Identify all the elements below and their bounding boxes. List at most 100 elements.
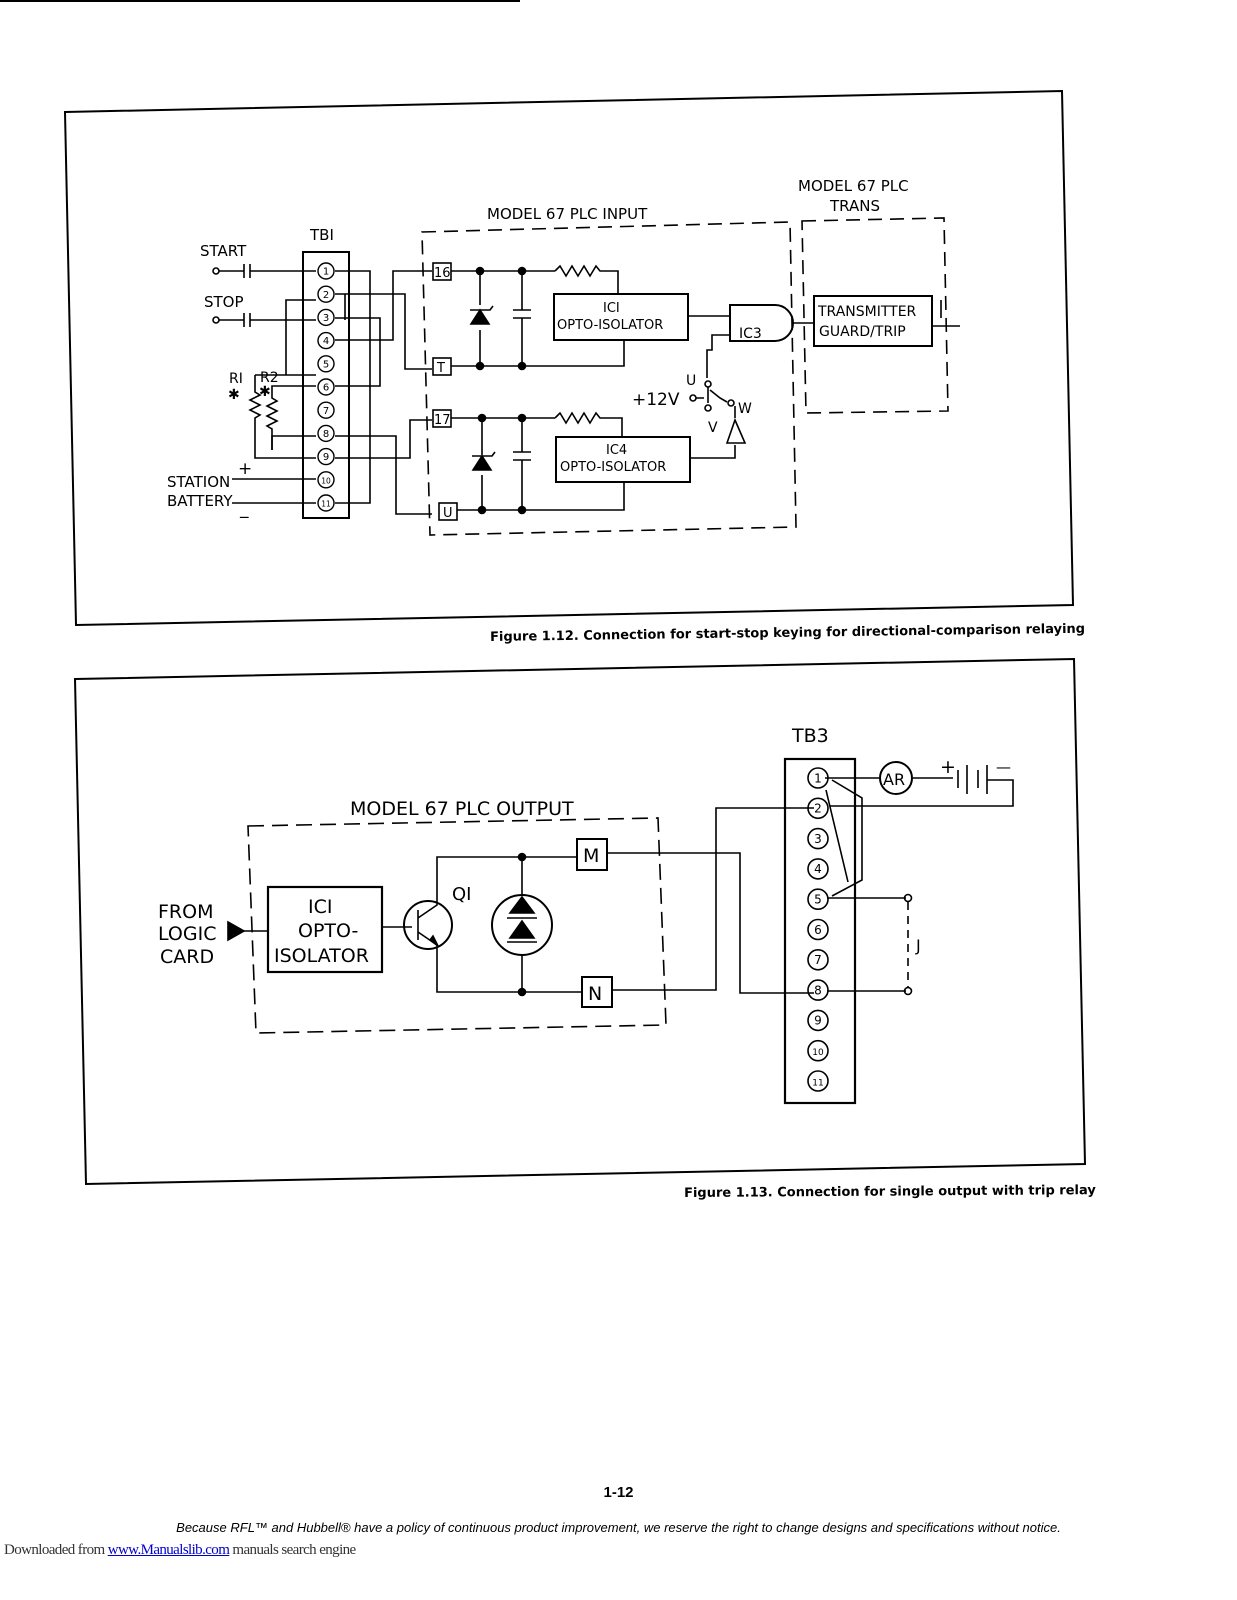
tb3-terminal-9 — [807, 1009, 829, 1032]
tb3-terminal-8-label: 8 — [814, 983, 822, 997]
battery-plus: + — [940, 756, 956, 778]
tb1-terminal-4 — [317, 331, 335, 350]
tb1-terminal-4-label: 4 — [323, 336, 329, 347]
tb1-block — [302, 251, 350, 519]
footer-prefix: Downloaded from — [4, 1542, 108, 1558]
tb3-terminal-4-label: 4 — [814, 862, 822, 876]
figure-1-13-diagram: MODEL 67 PLC OUTPUT FROM LOGIC CARD ICI … — [73, 657, 1087, 1186]
isolator-label: ISOLATOR — [274, 945, 369, 967]
terminal-m-label: M — [583, 845, 599, 867]
tb3-label: TB3 — [791, 725, 829, 747]
tb3-terminal-8 — [807, 979, 829, 1001]
trans-title-1: MODEL 67 PLC — [798, 177, 909, 195]
station-label: STATION — [167, 473, 230, 491]
tb1-terminal-8-label: 8 — [323, 429, 329, 440]
figure-frame — [73, 657, 1087, 1186]
terminal-T-label: T — [436, 361, 445, 376]
tb3-terminal-2 — [807, 797, 829, 820]
battery-plus: + — [238, 459, 252, 479]
tb1-label: TBI — [309, 226, 334, 244]
r2-resistor — [265, 392, 279, 450]
input-title: MODEL 67 PLC INPUT — [487, 205, 648, 223]
jumper-j-label: J — [915, 936, 921, 955]
stop-label: STOP — [204, 293, 244, 311]
tb3-terminal-5 — [807, 888, 829, 911]
q1-label: QI — [452, 884, 471, 905]
input-arrow — [227, 920, 246, 942]
ic3-label: IC3 — [739, 326, 762, 342]
start-label: START — [200, 242, 247, 260]
r1-resistor — [248, 375, 262, 450]
r1-left-label: RI — [229, 371, 243, 387]
tb1-terminal-1-label: 1 — [323, 267, 329, 278]
tb1-terminal-9 — [317, 447, 335, 466]
tb1-terminal-2 — [317, 285, 335, 303]
r2-star: ✱ — [259, 384, 271, 400]
tb3-terminal-9-label: 9 — [814, 1014, 822, 1028]
zener-1 — [469, 308, 491, 325]
download-footer: Downloaded from www.Manualslib.com manua… — [4, 1542, 356, 1559]
upper-input-circuit — [451, 264, 625, 367]
figure-frame — [63, 89, 1075, 627]
ic1-label: ICI — [308, 896, 332, 918]
tb1-terminal-11 — [317, 494, 335, 512]
battery-label: BATTERY — [167, 492, 233, 510]
manualslib-link[interactable]: www.Manualslib.com — [107, 1542, 230, 1558]
tb1-terminal-10-label: 10 — [321, 476, 331, 485]
tb1-terminal-2-label: 2 — [323, 290, 329, 301]
tb1-to-input-wires — [335, 270, 432, 515]
r2-label: R2 — [260, 370, 279, 386]
terminal-17-label: 17 — [434, 413, 451, 428]
lower-input-circuit — [451, 411, 625, 511]
opto-label: OPTO- — [298, 920, 358, 942]
switch-w-label: W — [738, 401, 752, 417]
tb3-terminal-6-label: 6 — [814, 923, 822, 937]
trans-title-2: TRANS — [829, 197, 880, 215]
from-label: FROM — [158, 901, 213, 923]
battery-minus: — — [996, 758, 1011, 776]
page-number: 1-12 — [603, 1484, 634, 1501]
inverter — [725, 406, 747, 444]
output-title: MODEL 67 PLC OUTPUT — [350, 798, 574, 820]
tb1-terminal-11-label: 11 — [321, 500, 331, 509]
tb1-terminal-6-label: 6 — [323, 383, 329, 394]
tb1-terminal-1 — [317, 262, 335, 280]
tb1-terminal-7 — [317, 401, 335, 419]
battery-wires — [232, 478, 316, 504]
tb3-terminal-7-label: 7 — [814, 953, 822, 967]
tb3-terminal-11 — [807, 1070, 829, 1092]
ic4-box — [555, 436, 691, 483]
ic1-box — [553, 293, 689, 341]
tb3-terminal-10 — [807, 1039, 829, 1062]
zener-2 — [471, 454, 493, 471]
tb3-terminal-1-label: 1 — [814, 771, 822, 785]
tb1-terminal-3-label: 3 — [323, 313, 329, 324]
tb3-terminal-2-label: 2 — [814, 802, 822, 816]
tb1-terminal-10 — [317, 471, 335, 489]
tb1-terminal-8 — [317, 424, 335, 443]
ic1-label: ICI — [603, 301, 620, 316]
guard-trip-label: GUARD/TRIP — [819, 324, 906, 340]
top-rule — [0, 0, 520, 2]
r-wires — [254, 299, 316, 459]
tb1-terminal-5 — [317, 355, 335, 373]
transmitter-label: TRANSMITTER — [817, 304, 917, 320]
switch-u-label: U — [686, 373, 696, 389]
tb3-terminal-5-label: 5 — [814, 893, 822, 907]
tb3-terminal-4 — [807, 858, 829, 880]
card-label: CARD — [160, 946, 214, 968]
tb3-block — [783, 757, 857, 1105]
ic4-label: IC4 — [606, 443, 627, 458]
terminal-16-label: 16 — [434, 266, 451, 281]
ar-label: AR — [883, 770, 905, 789]
tb1-terminal-3 — [317, 308, 335, 327]
terminal-n-label: N — [588, 983, 602, 1005]
tb1-terminal-7-label: 7 — [323, 406, 329, 417]
tb3-terminal-6 — [807, 918, 829, 941]
tb3-terminal-10-label: 10 — [812, 1048, 824, 1058]
input-module-box — [421, 221, 797, 536]
ic1-sublabel: OPTO-ISOLATOR — [557, 318, 663, 333]
ic3-gate — [729, 304, 794, 342]
